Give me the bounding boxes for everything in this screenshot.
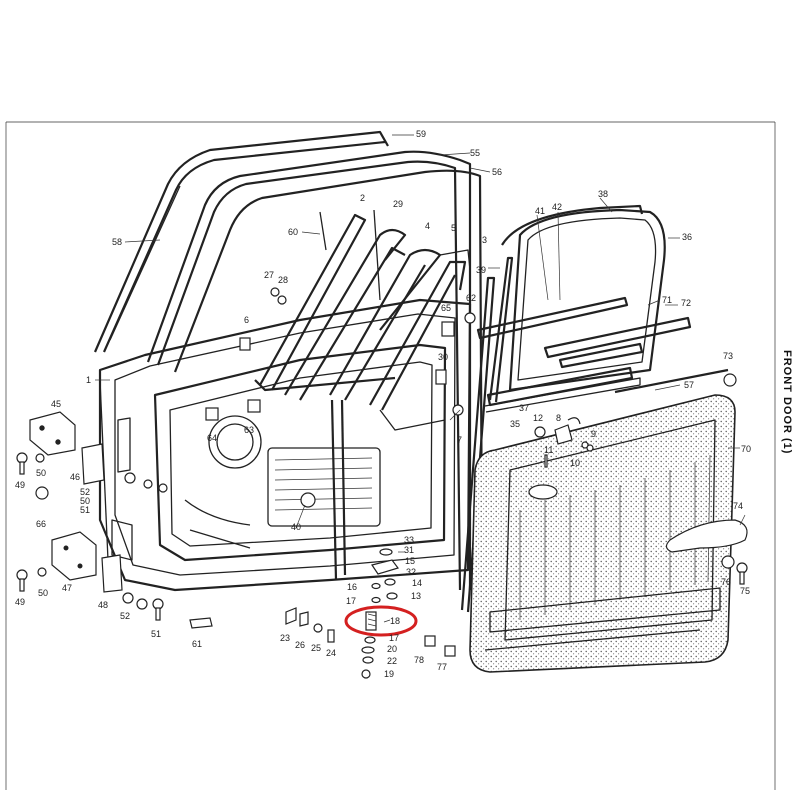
part-label: 73 (723, 351, 733, 361)
part-label: 39 (476, 265, 486, 275)
window-guide-rails (254, 209, 471, 581)
part-label: 31 (404, 545, 414, 555)
part-label: 2 (360, 193, 365, 203)
window-frame-seals (93, 130, 484, 591)
part-label: 52 (80, 487, 90, 497)
part-label: 64 (207, 433, 217, 443)
part-label: 47 (62, 583, 72, 593)
part-label: 55 (470, 148, 480, 158)
part-label: 51 (151, 629, 161, 639)
part-label: 10 (570, 458, 580, 468)
part-label: 29 (393, 199, 403, 209)
part-label: 61 (192, 639, 202, 649)
part-label: 8 (556, 413, 561, 423)
part-label: 72 (681, 298, 691, 308)
part-label: 41 (535, 206, 545, 216)
part-label: 59 (416, 129, 426, 139)
part-label: 27 (264, 270, 274, 280)
part-label: 6 (244, 315, 249, 325)
part-label: 1 (86, 375, 91, 385)
part-label: 28 (278, 275, 288, 285)
part-label: 76 (721, 577, 731, 587)
part-label: 7 (457, 435, 462, 445)
part-label: 19 (384, 669, 394, 679)
part-label: 33 (404, 535, 414, 545)
part-label: 50 (36, 468, 46, 478)
part-label: 38 (598, 189, 608, 199)
part-label: 49 (15, 597, 25, 607)
leader-lines (95, 134, 746, 623)
part-label: 52 (120, 611, 130, 621)
part-label: 35 (510, 419, 520, 429)
part-label: 58 (112, 237, 122, 247)
part-label: 42 (552, 202, 562, 212)
part-label: 77 (437, 662, 447, 672)
small-hardware (16, 287, 748, 679)
part-label: 46 (70, 472, 80, 482)
door-trim-panel (469, 368, 748, 673)
part-label: 30 (438, 352, 448, 362)
part-label: 3 (482, 235, 487, 245)
part-label: 36 (682, 232, 692, 242)
part-label: 50 (80, 496, 90, 506)
part-label: 37 (519, 403, 529, 413)
part-label: 32 (406, 567, 416, 577)
page-frame (5, 121, 776, 790)
part-label: 11 (544, 445, 553, 455)
part-label: 66 (36, 519, 46, 529)
part-label: 23 (280, 633, 290, 643)
part-label: 40 (291, 522, 301, 532)
part-label: 9 (591, 429, 596, 439)
part-label: 56 (492, 167, 502, 177)
part-label: 49 (15, 480, 25, 490)
part-label: 48 (98, 600, 108, 610)
part-label: 18 (390, 616, 400, 626)
part-label: 5 (451, 223, 456, 233)
part-label: 20 (387, 644, 397, 654)
part-label: 14 (412, 578, 422, 588)
part-label: 50 (38, 588, 48, 598)
part-label: 24 (326, 648, 336, 658)
part-label: 4 (425, 221, 430, 231)
part-label: 16 (347, 582, 357, 592)
part-label: 51 (80, 505, 90, 515)
part-label: 45 (51, 399, 61, 409)
part-label: 12 (533, 413, 543, 423)
part-label: 71 (662, 295, 672, 305)
part-label: 25 (311, 643, 321, 653)
part-label: 63 (244, 425, 254, 435)
part-label: 15 (405, 556, 415, 566)
part-label: 22 (387, 656, 397, 666)
part-label: 62 (466, 293, 476, 303)
part-label: 17 (389, 633, 399, 643)
diagram-title: FRONT DOOR (1) (781, 350, 793, 454)
part-label: 13 (411, 591, 421, 601)
part-label: 74 (733, 501, 743, 511)
highlight-circle-part-18 (344, 605, 418, 637)
part-label: 75 (740, 586, 750, 596)
part-labels: 1 2 3 4 5 6 7 8 9 10 11 12 13 14 15 16 1… (15, 129, 751, 679)
part-label: 78 (414, 655, 424, 665)
part-label: 60 (288, 227, 298, 237)
part-label: 26 (295, 640, 305, 650)
part-label: 57 (684, 380, 694, 390)
window-glass (460, 204, 692, 613)
part-label: 17 (346, 596, 356, 606)
part-label: 65 (441, 303, 451, 313)
part-label: 70 (741, 444, 751, 454)
